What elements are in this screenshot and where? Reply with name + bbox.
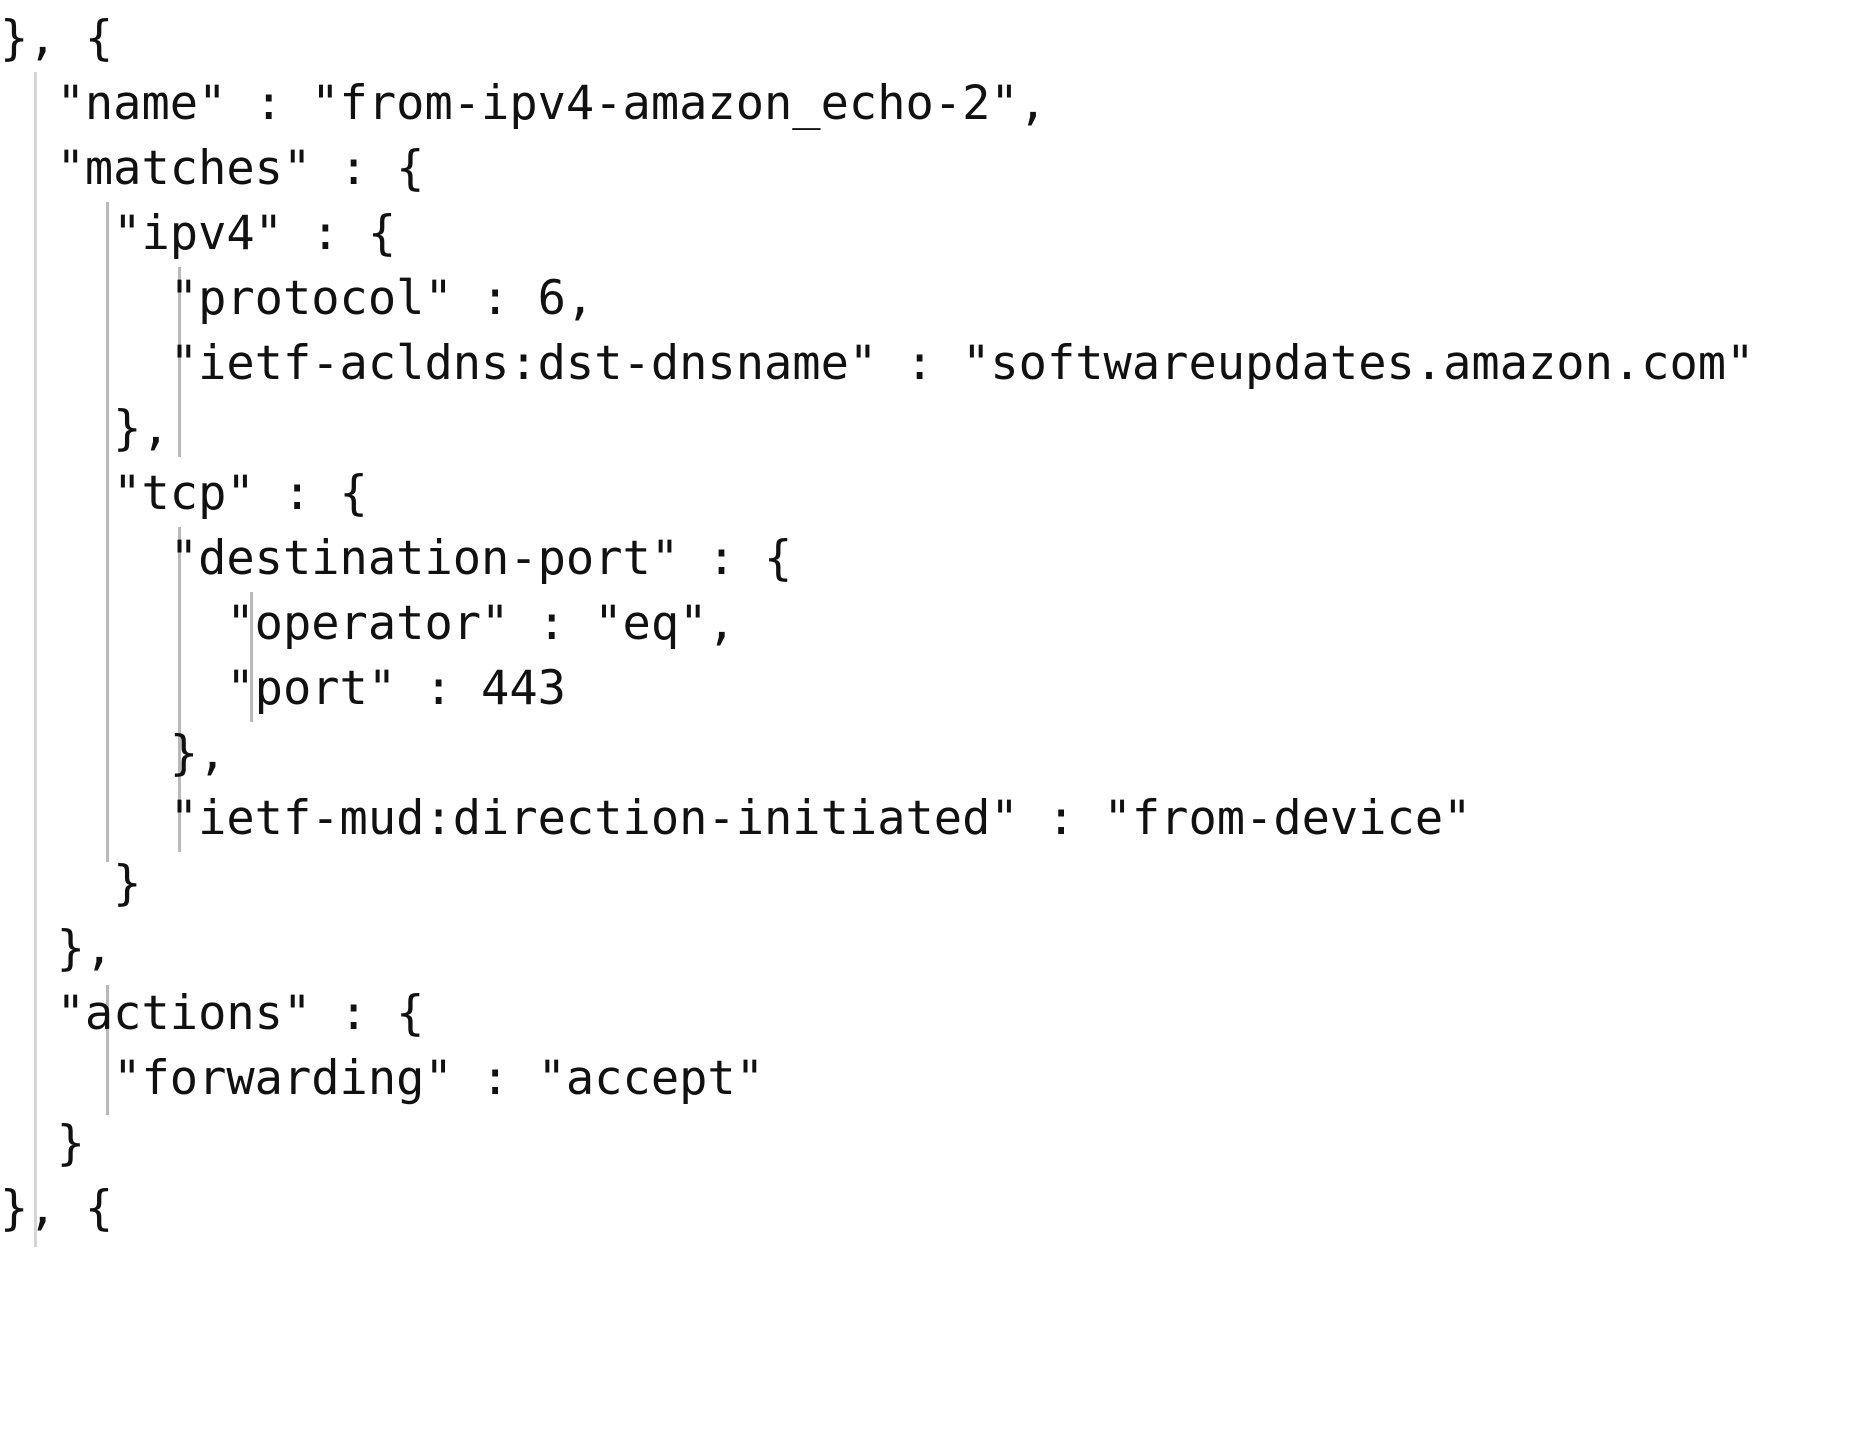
code-line: "ietf-acldns:dst-dnsname" : "softwareupd…: [0, 331, 1870, 396]
code-line-text: "actions" : {: [0, 986, 425, 1041]
code-line-text: "ipv4" : {: [0, 206, 397, 261]
code-line: "protocol" : 6,: [0, 266, 1870, 331]
code-line: }, {: [0, 1176, 1870, 1241]
code-line-text: },: [0, 401, 170, 456]
code-line: "port" : 443: [0, 656, 1870, 721]
code-line: "name" : "from-ipv4-amazon_echo-2",: [0, 71, 1870, 136]
code-line: "forwarding" : "accept": [0, 1046, 1870, 1111]
code-line-text: }: [0, 1116, 85, 1171]
code-line-text: "operator" : "eq",: [0, 596, 736, 651]
code-line-text: "ietf-mud:direction-initiated" : "from-d…: [0, 791, 1472, 846]
code-line: "actions" : {: [0, 981, 1870, 1046]
code-line: "matches" : {: [0, 136, 1870, 201]
code-line-text: }: [0, 856, 142, 911]
code-line: },: [0, 916, 1870, 981]
code-line-text: },: [0, 726, 227, 781]
code-line-text: "forwarding" : "accept": [0, 1051, 765, 1106]
code-line-text: }, {: [0, 11, 114, 66]
code-line-text: },: [0, 921, 114, 976]
code-line-text: "ietf-acldns:dst-dnsname" : "softwareupd…: [0, 336, 1755, 391]
code-line: },: [0, 721, 1870, 786]
code-line: "destination-port" : {: [0, 526, 1870, 591]
code-line-text: "matches" : {: [0, 141, 425, 196]
code-line: "operator" : "eq",: [0, 591, 1870, 656]
code-line-text: "tcp" : {: [0, 466, 368, 521]
code-line-text: "name" : "from-ipv4-amazon_echo-2",: [0, 76, 1047, 131]
code-line: "ietf-mud:direction-initiated" : "from-d…: [0, 786, 1870, 851]
code-line: }: [0, 1111, 1870, 1176]
code-line: }: [0, 851, 1870, 916]
code-line-text: "destination-port" : {: [0, 531, 793, 586]
code-line-text: "port" : 443: [0, 661, 566, 716]
code-line-text: "protocol" : 6,: [0, 271, 595, 326]
code-line: }, {: [0, 6, 1870, 71]
code-line: },: [0, 396, 1870, 461]
code-line-text: }, {: [0, 1181, 114, 1236]
code-line: "tcp" : {: [0, 461, 1870, 526]
code-line: "ipv4" : {: [0, 201, 1870, 266]
